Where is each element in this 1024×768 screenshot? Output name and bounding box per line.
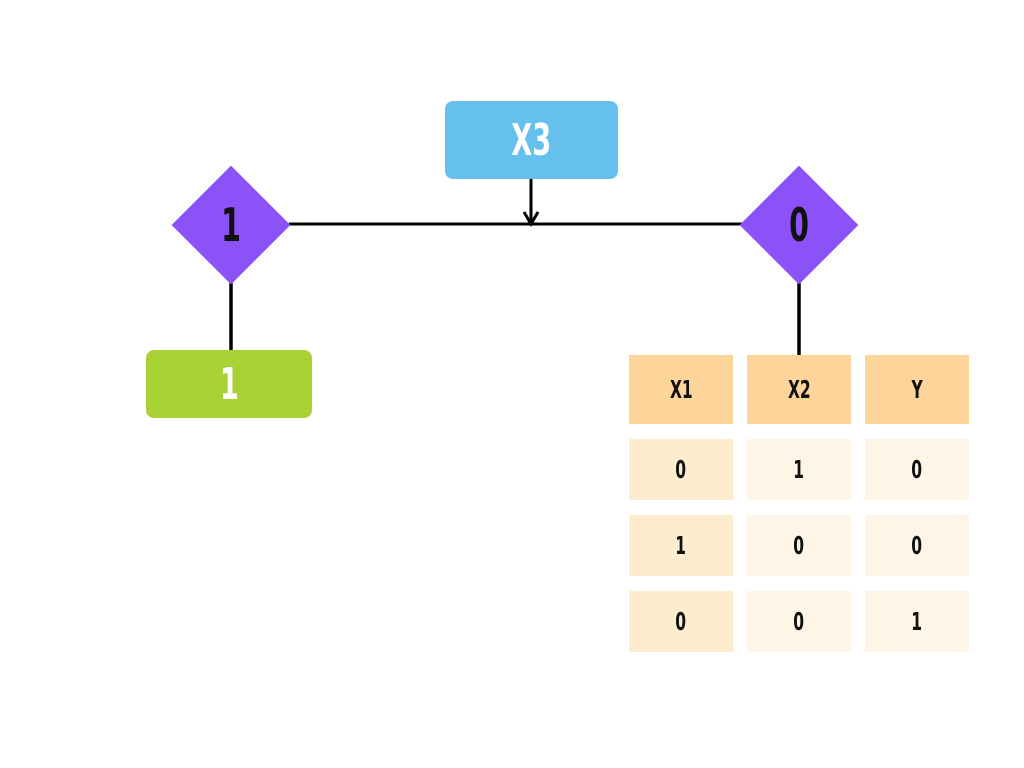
table-cell: 0 [865,439,969,500]
table-cell: 0 [865,515,969,576]
right-branch-diamond: 0 [739,165,859,285]
left-branch-diamond: 1 [171,165,291,285]
table-cell: 0 [629,439,733,500]
table-cell: 1 [629,515,733,576]
table-cell: 0 [747,591,851,652]
leaf-node: 1 [146,350,312,418]
leaf-node-label: 1 [219,358,239,410]
table-cell: 1 [865,591,969,652]
table-header-cell: Y [865,355,969,424]
table-cell: 0 [747,515,851,576]
right-branch-value: 0 [789,198,809,252]
table-cell: 1 [747,439,851,500]
root-node-x3: X3 [445,101,618,179]
table-header-cell: X1 [629,355,733,424]
table-cell: 0 [629,591,733,652]
table-header-cell: X2 [747,355,851,424]
left-branch-value: 1 [221,198,241,252]
root-node-label: X3 [511,114,552,166]
